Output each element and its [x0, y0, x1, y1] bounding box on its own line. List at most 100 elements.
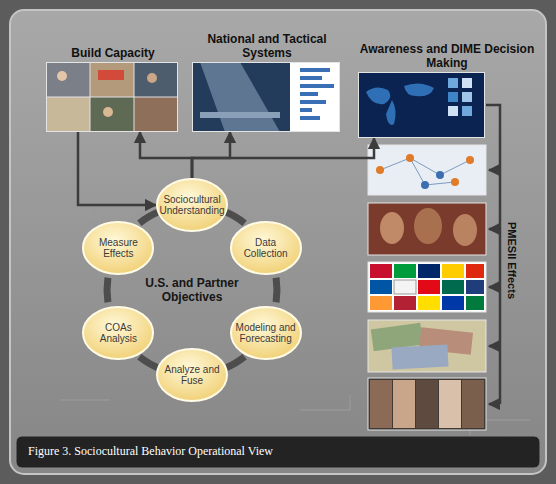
bracket-arrow	[489, 403, 500, 406]
panel-heading: National and Tactical Systems	[183, 32, 351, 60]
photo-tile	[134, 97, 178, 132]
network-dot	[466, 156, 474, 164]
objective-text: U.S. and Partner Objectives	[137, 276, 247, 304]
cycle-ring	[224, 211, 245, 223]
flow-arrow	[192, 132, 230, 178]
bar-chart	[290, 62, 340, 132]
chart-bar	[300, 116, 320, 120]
crowd-face	[414, 208, 442, 244]
face-portrait	[416, 380, 438, 428]
process-oval: COAs Analysis	[82, 306, 154, 360]
flag	[442, 280, 464, 294]
process-text: Data Collection	[230, 237, 302, 259]
photo-box: Awareness and DIME Decision Making	[358, 72, 485, 138]
process-oval: Sociocultural Understanding	[156, 178, 228, 232]
figure-caption: Figure 3. Sociocultural Behavior Operati…	[28, 444, 273, 459]
photo-scene	[192, 62, 290, 132]
oval-outline	[231, 222, 301, 274]
crowd-face	[453, 214, 477, 246]
panel-heading: Awareness and DIME Decision Making	[359, 42, 535, 70]
chart-bar	[300, 68, 330, 72]
flag	[394, 280, 416, 294]
network-dot	[406, 154, 414, 162]
process-oval: Measure Effects	[82, 221, 154, 275]
photo-scene	[358, 72, 485, 138]
face-portrait	[462, 380, 484, 428]
process-oval: Analyze and Fuse	[156, 348, 228, 402]
flag	[370, 280, 392, 294]
world-map	[366, 83, 434, 124]
flag	[466, 264, 484, 278]
cycle-ring	[224, 357, 245, 369]
oval-outline	[83, 222, 153, 274]
network-dot	[436, 171, 444, 179]
flag	[370, 264, 392, 278]
chart-bar	[300, 108, 312, 112]
photo-box: National and Tactical Systems	[192, 62, 340, 132]
oval-outline	[83, 307, 153, 359]
flow-arrow	[140, 132, 192, 178]
flag	[442, 296, 464, 310]
face-portrait	[393, 380, 415, 428]
flags-photo	[368, 262, 486, 312]
photo-box: Build Capacity	[46, 62, 178, 132]
process-text: Measure Effects	[82, 237, 154, 259]
bracket-arrow	[489, 286, 500, 289]
flag	[418, 280, 440, 294]
face-portrait	[439, 380, 461, 428]
crowd-photo	[368, 203, 486, 255]
process-text: Sociocultural Understanding	[155, 194, 228, 216]
flag	[418, 264, 440, 278]
data-tile	[462, 106, 472, 116]
person-figure	[57, 71, 67, 81]
flag	[466, 296, 484, 310]
cycle-ring	[273, 278, 281, 302]
cycle-ring	[139, 357, 160, 369]
flag	[394, 264, 416, 278]
data-tile	[462, 78, 472, 88]
photo-tile	[46, 97, 90, 132]
group-label: PMESII Effects	[506, 222, 518, 299]
flow-arrow	[192, 138, 374, 178]
network-link	[380, 158, 470, 185]
panel	[10, 10, 546, 474]
chart-bar	[300, 92, 318, 96]
crowd-face	[380, 212, 404, 244]
process-text: Analyze and Fuse	[156, 364, 228, 386]
bracket-arrow	[489, 169, 500, 172]
circuit-pattern	[30, 160, 530, 440]
bracket-arrow	[489, 345, 500, 348]
data-tile	[462, 92, 472, 102]
photo-detail	[200, 112, 280, 118]
process-oval: Data Collection	[230, 221, 302, 275]
oval-outline	[231, 307, 301, 359]
objective-center: U.S. and Partner Objectives	[137, 268, 247, 312]
cycle-ring	[104, 278, 112, 302]
tile-border	[46, 62, 178, 132]
chart-bar	[300, 84, 334, 88]
money-photo	[368, 320, 486, 372]
flow-arrow	[78, 132, 156, 205]
network-dot	[421, 181, 429, 189]
photo-tile	[90, 97, 134, 132]
bracket-line	[486, 105, 500, 404]
process-text: Modeling and Forecasting	[230, 322, 302, 344]
photo-tile	[90, 62, 134, 97]
network-photo	[368, 145, 486, 195]
photo-detail	[98, 70, 124, 80]
light-beam	[200, 62, 280, 132]
photo-tile	[46, 62, 90, 97]
cycle-ring	[139, 211, 160, 223]
data-tile	[448, 78, 458, 88]
flag	[394, 296, 416, 310]
person-figure	[103, 107, 113, 117]
oval-outline	[157, 349, 227, 401]
flag	[442, 264, 464, 278]
panel-heading: Build Capacity	[37, 46, 189, 60]
network-dot	[451, 178, 459, 186]
process-oval: Modeling and Forecasting	[230, 306, 302, 360]
data-tile	[448, 106, 458, 116]
faces-photo	[368, 378, 486, 430]
chart-bar	[300, 100, 326, 104]
